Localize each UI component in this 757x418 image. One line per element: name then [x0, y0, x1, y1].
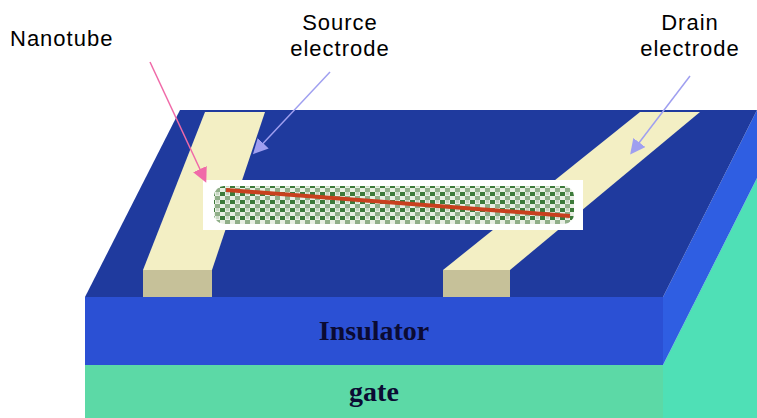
layer-label: Insulator	[319, 315, 429, 347]
source-electrode-front	[143, 270, 212, 297]
drain-electrode-front	[443, 270, 510, 297]
nanotube-core	[226, 190, 570, 216]
part-label: Drain electrode	[630, 10, 750, 62]
leader-line	[255, 72, 330, 152]
insulator-layer: Insulator	[85, 297, 663, 365]
layer-label: gate	[349, 376, 399, 408]
part-label: Nanotube	[10, 26, 180, 52]
leader-line	[150, 62, 205, 180]
leader-line	[632, 76, 690, 152]
nanotube	[214, 186, 574, 224]
gate-layer: gate	[85, 365, 663, 418]
part-label: Source electrode	[275, 10, 405, 62]
nanotube-frame	[203, 180, 583, 230]
